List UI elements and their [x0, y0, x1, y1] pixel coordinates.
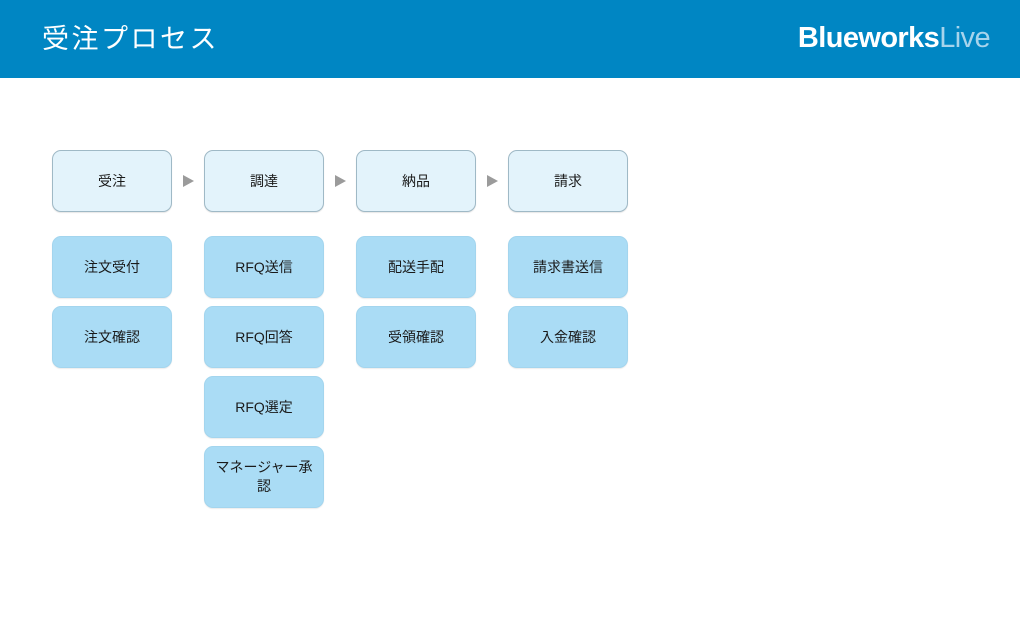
activity-box-4-1[interactable]: 請求書送信: [508, 236, 628, 298]
activity-box-3-2[interactable]: 受領確認: [356, 306, 476, 368]
activity-box-2-2[interactable]: RFQ回答: [204, 306, 324, 368]
process-map: 受注 注文受付 注文確認 調達 RFQ送信 RFQ回答 RFQ選定 マネージャー…: [52, 150, 628, 508]
milestone-box-3[interactable]: 納品: [356, 150, 476, 212]
map-column-3: 納品 配送手配 受領確認: [356, 150, 498, 368]
brand-name-secondary: Live: [939, 22, 990, 54]
flow-arrow-icon-2: [335, 175, 346, 187]
map-column-4: 請求 請求書送信 入金確認: [508, 150, 628, 368]
activity-box-2-3[interactable]: RFQ選定: [204, 376, 324, 438]
activity-box-1-2[interactable]: 注文確認: [52, 306, 172, 368]
map-column-1: 受注 注文受付 注文確認: [52, 150, 194, 368]
brand-name-primary: Blueworks: [797, 22, 940, 54]
activity-box-2-4[interactable]: マネージャー承認: [204, 446, 324, 508]
activity-box-1-1[interactable]: 注文受付: [52, 236, 172, 298]
blueworks-live-logo: BlueworksLive: [797, 0, 991, 78]
milestone-box-1[interactable]: 受注: [52, 150, 172, 212]
app-header: 受注プロセス BlueworksLive: [0, 0, 1020, 78]
map-canvas: 受注 注文受付 注文確認 調達 RFQ送信 RFQ回答 RFQ選定 マネージャー…: [0, 78, 1020, 640]
milestone-box-2[interactable]: 調達: [204, 150, 324, 212]
flow-arrow-icon-3: [487, 175, 498, 187]
activity-box-4-2[interactable]: 入金確認: [508, 306, 628, 368]
flow-arrow-icon-1: [183, 175, 194, 187]
page-title: 受注プロセス: [42, 24, 219, 54]
milestone-box-4[interactable]: 請求: [508, 150, 628, 212]
activity-box-2-1[interactable]: RFQ送信: [204, 236, 324, 298]
activity-box-3-1[interactable]: 配送手配: [356, 236, 476, 298]
map-column-2: 調達 RFQ送信 RFQ回答 RFQ選定 マネージャー承認: [204, 150, 346, 508]
